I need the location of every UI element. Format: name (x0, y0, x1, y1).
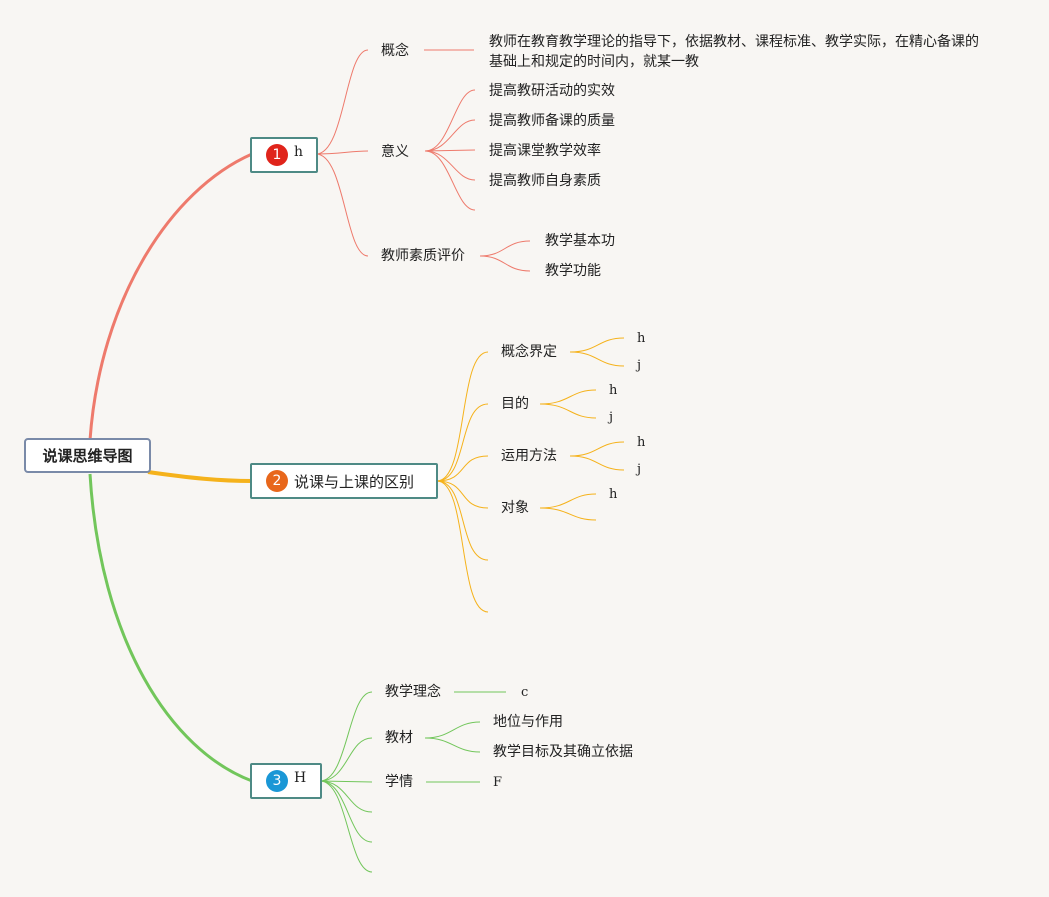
link-root-b1 (88, 152, 253, 441)
link-root-b3 (88, 473, 253, 783)
branch-1-label: h (294, 144, 304, 160)
definition-item[interactable]: j (637, 358, 642, 373)
branch-1-node[interactable]: 1 h (250, 137, 318, 173)
badge-1-icon: 1 (266, 144, 288, 166)
object-item[interactable]: h (609, 487, 618, 502)
method-item[interactable]: h (637, 435, 646, 450)
topic-textbook[interactable]: 教材 (385, 730, 413, 746)
concept-detail: 教师在教育教学理论的指导下，依据教材、课程标准、教学实际，在精心备课的基础上和规… (489, 34, 979, 70)
topic-teacher-quality[interactable]: 教师素质评价 (381, 248, 465, 264)
root-label: 说课思维导图 (42, 447, 133, 465)
topic-definition[interactable]: 概念界定 (501, 344, 557, 360)
definition-item[interactable]: h (637, 331, 646, 346)
topic-object[interactable]: 对象 (501, 500, 529, 516)
student-item[interactable]: F (493, 775, 503, 790)
philosophy-item[interactable]: c (521, 685, 529, 700)
textbook-item[interactable]: 地位与作用 (493, 714, 563, 730)
link-root-b2 (147, 470, 253, 483)
topic-teaching-philosophy[interactable]: 教学理念 (385, 684, 441, 700)
topic-significance[interactable]: 意义 (381, 144, 409, 160)
quality-item[interactable]: 教学功能 (545, 263, 601, 279)
significance-item[interactable]: 提高教研活动的实效 (489, 83, 615, 99)
root-node[interactable]: 说课思维导图 (24, 438, 151, 473)
topic-purpose[interactable]: 目的 (501, 396, 529, 412)
topic-concept[interactable]: 概念 (381, 43, 409, 59)
topic-student-situation[interactable]: 学情 (385, 774, 413, 790)
quality-item[interactable]: 教学基本功 (545, 233, 615, 249)
significance-item[interactable]: 提高教师自身素质 (489, 173, 601, 189)
badge-2-icon: 2 (266, 470, 288, 492)
significance-item[interactable]: 提高教师备课的质量 (489, 113, 615, 129)
topic-method[interactable]: 运用方法 (501, 448, 557, 464)
branch-3-label: H (294, 770, 307, 786)
purpose-item[interactable]: h (609, 383, 618, 398)
textbook-item[interactable]: 教学目标及其确立依据 (493, 744, 633, 760)
branch-2-node[interactable]: 2 说课与上课的区别 (250, 463, 438, 499)
branch-3-node[interactable]: 3 H (250, 763, 322, 799)
badge-3-icon: 3 (266, 770, 288, 792)
purpose-item[interactable]: j (609, 410, 614, 425)
significance-item[interactable]: 提高课堂教学效率 (489, 143, 601, 159)
branch-2-label: 说课与上课的区别 (294, 472, 415, 491)
method-item[interactable]: j (637, 462, 642, 477)
